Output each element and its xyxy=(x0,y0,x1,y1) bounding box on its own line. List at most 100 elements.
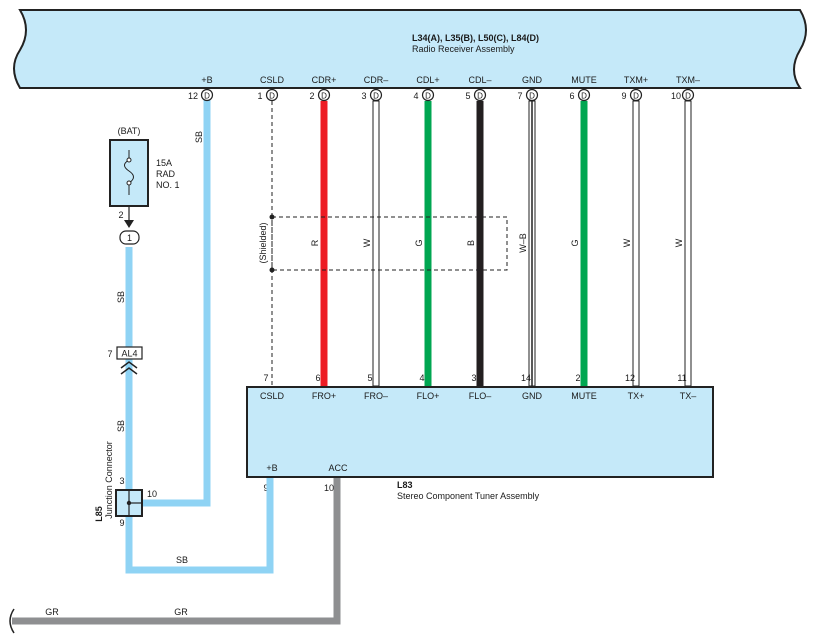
junction-connector-code: L85 xyxy=(94,506,104,522)
shield-box xyxy=(271,216,508,271)
tuner-terminal-cdr-plus-label: FRO+ xyxy=(312,391,336,401)
junction-1-label: 1 xyxy=(127,233,132,243)
radio-terminal-mute-pin: 6 xyxy=(569,91,574,101)
radio-terminal-cdr-minus-connector xyxy=(369,88,383,102)
radio-plus-b-terminal: +B 12 D SB xyxy=(188,75,214,143)
radio-terminal-gnd-connector-letter: D xyxy=(529,92,535,101)
tuner-plus-b-label: +B xyxy=(266,463,277,473)
radio-terminal-csld-pin: 1 xyxy=(257,91,262,101)
fuse-symbol-icon xyxy=(124,150,134,195)
radio-terminal-cdr-plus-label: CDR+ xyxy=(312,75,337,85)
radio-terminal-csld-label: CSLD xyxy=(260,75,285,85)
tuner-connector-pins: 7CSLD6FRO+5FRO–4FLO+3FLO–14GND2MUTE12TX+… xyxy=(260,373,696,401)
shield: (Shielded) xyxy=(258,214,508,273)
wire-txm-minus xyxy=(684,100,692,387)
tuner-terminal-txm-minus-pin: 11 xyxy=(677,373,686,383)
junction-pin-side: 10 xyxy=(147,489,157,499)
radio-receiver-body xyxy=(13,9,807,89)
fuse-end-top xyxy=(126,157,132,163)
sb-label-bottom: SB xyxy=(176,555,188,565)
sb-wire-radio-to-junction xyxy=(143,100,211,507)
radio-terminal-mute-label: MUTE xyxy=(571,75,597,85)
sb-label-fuse: SB xyxy=(116,291,126,303)
gr-wiring: GR GR xyxy=(9,478,341,634)
radio-terminal-txm-plus-connector xyxy=(629,88,643,102)
gr-wire xyxy=(12,478,341,625)
wire-mute-color-code: G xyxy=(570,239,580,246)
tuner-terminal-mute-pin: 2 xyxy=(575,373,580,383)
radio-terminal-cdl-minus-label: CDL– xyxy=(468,75,491,85)
gr-label-right: GR xyxy=(174,607,188,617)
tuner-terminal-gnd-pin: 14 xyxy=(521,373,531,383)
junction-pin-top: 3 xyxy=(119,476,124,486)
radio-terminal-txm-plus-connector-letter: D xyxy=(633,92,639,101)
radio-receiver-code: L34(A), L35(B), L50(C), L84(D) xyxy=(412,33,539,43)
radio-plus-b-label: +B xyxy=(201,75,212,85)
radio-terminal-gnd-pin: 7 xyxy=(517,91,522,101)
sb-wire-junction-to-tuner xyxy=(125,478,274,574)
wire-txm-plus-color-code: W xyxy=(622,238,632,247)
radio-terminal-txm-minus-connector-letter: D xyxy=(685,92,691,101)
fuse-pin: 2 xyxy=(118,210,123,220)
fuse-rad-no1: (BAT) 15A RAD NO. 1 2 1 SB xyxy=(109,126,180,303)
tuner-terminal-cdr-plus-pin: 6 xyxy=(315,373,320,383)
radio-terminal-cdl-plus-connector-letter: D xyxy=(425,92,431,101)
radio-terminal-mute-connector-letter: D xyxy=(581,92,587,101)
radio-terminal-gnd-connector xyxy=(525,88,539,102)
tuner-terminal-csld-pin: 7 xyxy=(263,373,268,383)
wire-cdr-plus-color-code: R xyxy=(310,239,320,246)
radio-receiver-name: Radio Receiver Assembly xyxy=(412,44,515,54)
radio-terminal-cdr-plus-connector-letter: D xyxy=(321,92,327,101)
radio-terminal-cdl-minus-connector xyxy=(473,88,487,102)
tuner-terminal-txm-plus-label: TX+ xyxy=(628,391,645,401)
al4-pin: 7 xyxy=(107,349,112,359)
wire-txm-plus xyxy=(632,100,640,387)
sb-power-wiring xyxy=(125,100,274,574)
tuner-plus-b-pin: 9 xyxy=(263,483,268,493)
radio-plus-b-connector-letter: D xyxy=(204,92,210,101)
radio-terminal-cdl-minus-pin: 5 xyxy=(465,91,470,101)
al4-box xyxy=(116,346,143,360)
tuner-terminal-csld-label: CSLD xyxy=(260,391,285,401)
tuner-terminal-cdl-plus-label: FLO+ xyxy=(417,391,440,401)
wire-cdr-minus-color-code: W xyxy=(362,238,372,247)
fuse-arrow-icon xyxy=(124,220,134,228)
fuse-name-line2: NO. 1 xyxy=(156,180,180,190)
tuner-terminal-txm-plus-pin: 12 xyxy=(625,373,635,383)
radio-terminal-gnd-label: GND xyxy=(522,75,543,85)
wire-cdl-plus-color-code: G xyxy=(414,239,424,246)
junction-connector-name: Junction Connector xyxy=(104,441,114,519)
radio-plus-b-connector xyxy=(200,88,214,102)
shielded-label: (Shielded) xyxy=(258,222,268,263)
fuse-name-line1: RAD xyxy=(156,169,176,179)
radio-terminal-txm-plus-pin: 9 xyxy=(621,91,626,101)
junction-1-box xyxy=(119,230,140,245)
wire-txm-minus-color-code: W xyxy=(674,238,684,247)
radio-terminal-cdr-plus-pin: 2 xyxy=(309,91,314,101)
junction-pin-bottom: 9 xyxy=(119,518,124,528)
junction-node xyxy=(126,500,132,506)
tuner-terminal-cdl-minus-label: FLO– xyxy=(469,391,492,401)
radio-receiver-assembly: L34(A), L35(B), L50(C), L84(D) Radio Rec… xyxy=(13,9,807,89)
tuner-terminal-cdr-minus-pin: 5 xyxy=(367,373,372,383)
sb-label-al4: SB xyxy=(116,420,126,432)
tuner-terminal-txm-minus-label: TX– xyxy=(680,391,697,401)
gr-label-left: GR xyxy=(45,607,59,617)
tuner-terminal-cdr-minus-label: FRO– xyxy=(364,391,388,401)
radio-terminal-cdl-plus-connector xyxy=(421,88,435,102)
shield-dot-bottom xyxy=(269,267,275,273)
fuse-end-bottom xyxy=(126,180,132,186)
junction-connector-l85: L85 Junction Connector 3 10 9 SB xyxy=(94,441,188,565)
radio-terminal-csld-connector xyxy=(265,88,279,102)
radio-plus-b-pin: 12 xyxy=(188,91,198,101)
shield-dot-top xyxy=(269,214,275,220)
al4-chevron-icon xyxy=(120,361,138,375)
fuse-source-label: (BAT) xyxy=(118,126,141,136)
tuner-terminal-cdl-plus-pin: 4 xyxy=(419,373,424,383)
wire-cdr-minus xyxy=(372,100,380,387)
tuner-acc-pin: 10 xyxy=(324,483,334,493)
tuner-acc-label: ACC xyxy=(328,463,348,473)
